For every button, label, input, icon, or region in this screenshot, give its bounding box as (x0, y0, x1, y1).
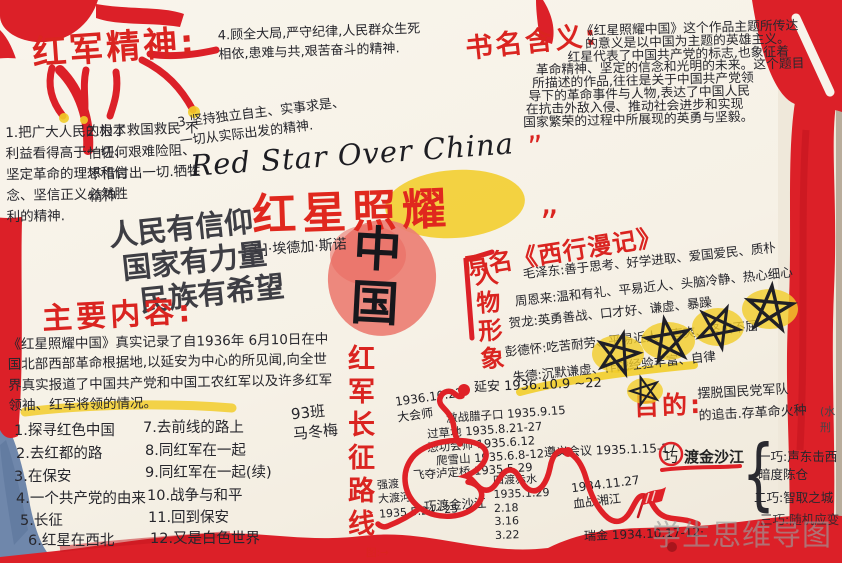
chapter-item: 12.又是白色世界 (150, 531, 261, 547)
site-watermark: 学生思维导图网 (652, 518, 833, 563)
chapter-item: 9.同红军在一起(续) (145, 465, 272, 481)
jinsha-qiao-circled: 巧 (664, 450, 678, 466)
jinsha-title: 渡金沙江 (684, 448, 745, 466)
chapter-item: 8.同红军在一起 (145, 443, 246, 459)
section-title-main-content: 主要内容: (41, 294, 195, 337)
chapter-item: 11.回到保安 (148, 510, 230, 526)
chapter-item: 1.探寻红色中国 (14, 423, 115, 439)
spirit-branch-strokes (46, 46, 220, 122)
student-signature: 93班 马冬梅 (290, 401, 339, 444)
spirit-item-4: 4.顾全大局,严守纪律,人民群众生死相依,患难与共,艰苦奋斗的精神. (217, 21, 421, 63)
jinsha-brace: { (742, 430, 776, 520)
chapter-item: 3.在保安 (14, 469, 72, 485)
section-title-purpose: 目的: (633, 389, 704, 422)
chapter-item: 4.一个共产党的由来 (16, 491, 146, 507)
chapter-item: 5.长征 (20, 513, 63, 529)
long-march-route-label: 红 军 长 征 路 线 (348, 344, 375, 540)
chapter-item: 6.红星在西北 (28, 533, 115, 549)
route-legend: 图:→ (366, 547, 389, 559)
book-meaning-paragraph: 《红星照耀中国》这个作品主题所传达 的意义是以中国为主题的英雄主义。 红星代表了… (519, 18, 806, 130)
route-stop-chishui: 四渡赤水 1935.1.29 2.18 3.16 3.22 (492, 472, 550, 542)
chapter-item: 10.战争与和平 (147, 488, 243, 504)
jinsha-item-3: 三巧:随机应变 (760, 512, 840, 527)
chapter-item: 7.去前线的路上 (143, 420, 244, 436)
book-title-chinese: 红星照耀 (251, 183, 453, 242)
adjacent-page-partial-text: (水 刑 (820, 405, 836, 434)
bracket-stroke (463, 249, 495, 341)
chapter-item: 2.去红都的路 (16, 446, 103, 462)
book-title-chinese-vertical: 中 国 (349, 220, 403, 333)
quote-mark-low: „ (540, 182, 559, 223)
jinsha-item-1: 一巧:声东击西 暗度陈仓 (758, 449, 838, 483)
route-stop-jinsha: 巧渡金沙江 (423, 495, 487, 514)
main-content-paragraph: 《红星照耀中国》真实记录了自1936年 6月10日在中国北部西部革命根据地,以延… (7, 331, 333, 414)
jinsha-item-2: 二巧:智取之城 (754, 490, 834, 505)
